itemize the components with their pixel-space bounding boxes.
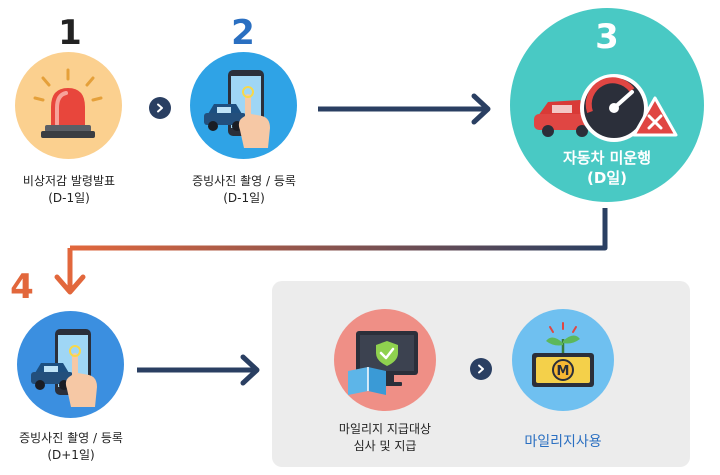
step-1-number: 1 xyxy=(58,13,82,53)
no-drive-icon xyxy=(632,96,678,137)
step-3-title: 자동차 미운행 xyxy=(562,149,652,167)
step-2-circle xyxy=(190,52,297,159)
arrow-right-icon xyxy=(318,93,491,125)
step-3-circle: 3 자동차 미운행 (D일) xyxy=(510,8,704,202)
step-3-number: 3 xyxy=(595,17,619,57)
siren-icon xyxy=(33,68,103,138)
chevron-right-icon xyxy=(478,364,484,374)
car-speedometer-icon xyxy=(534,74,648,142)
monitor-check-icon xyxy=(348,331,418,395)
phone-photo-icon xyxy=(204,70,270,148)
step-2-number: 2 xyxy=(231,13,255,53)
step-1-circle xyxy=(15,52,122,159)
chevron-right-icon xyxy=(157,103,163,113)
step-1-label: 비상저감 발령발표 (D-1일) xyxy=(0,173,138,207)
mileage-panel: 마일리지 지급대상 심사 및 지급 M 마일리지사용 xyxy=(272,281,690,467)
step-4-date: (D+1일) xyxy=(47,448,95,462)
step-3-date: (D일) xyxy=(587,169,627,187)
review-label: 마일리지 지급대상 심사 및 지급 xyxy=(310,421,460,455)
review-circle xyxy=(334,309,436,411)
step-3-label: 자동차 미운행 (D일) xyxy=(510,148,704,188)
step-2-date: (D-1일) xyxy=(223,191,265,205)
step-4-circle xyxy=(17,311,124,418)
arrow-right-icon xyxy=(137,354,260,386)
mileage-use-label: 마일리지사용 xyxy=(524,434,602,450)
step-4-title: 증빙사진 촬영 / 등록 xyxy=(19,431,123,445)
mileage-use-circle: M xyxy=(512,309,614,411)
step-2-label: 증빙사진 촬영 / 등록 (D-1일) xyxy=(175,173,313,207)
step-4-label: 증빙사진 촬영 / 등록 (D+1일) xyxy=(2,430,140,464)
step-2-title: 증빙사진 촬영 / 등록 xyxy=(192,174,296,188)
step-4-number: 4 xyxy=(10,267,34,307)
next-step-button-1 xyxy=(149,97,171,119)
phone-photo-icon xyxy=(31,329,97,407)
coin-letter: M xyxy=(557,364,570,379)
next-step-button-2 xyxy=(470,358,492,380)
money-sprout-icon: M xyxy=(532,322,594,387)
review-title: 마일리지 지급대상 xyxy=(338,422,432,436)
step-1-date: (D-1일) xyxy=(48,191,90,205)
review-subtitle: 심사 및 지급 xyxy=(353,439,417,453)
step-1-title: 비상저감 발령발표 xyxy=(22,174,116,188)
